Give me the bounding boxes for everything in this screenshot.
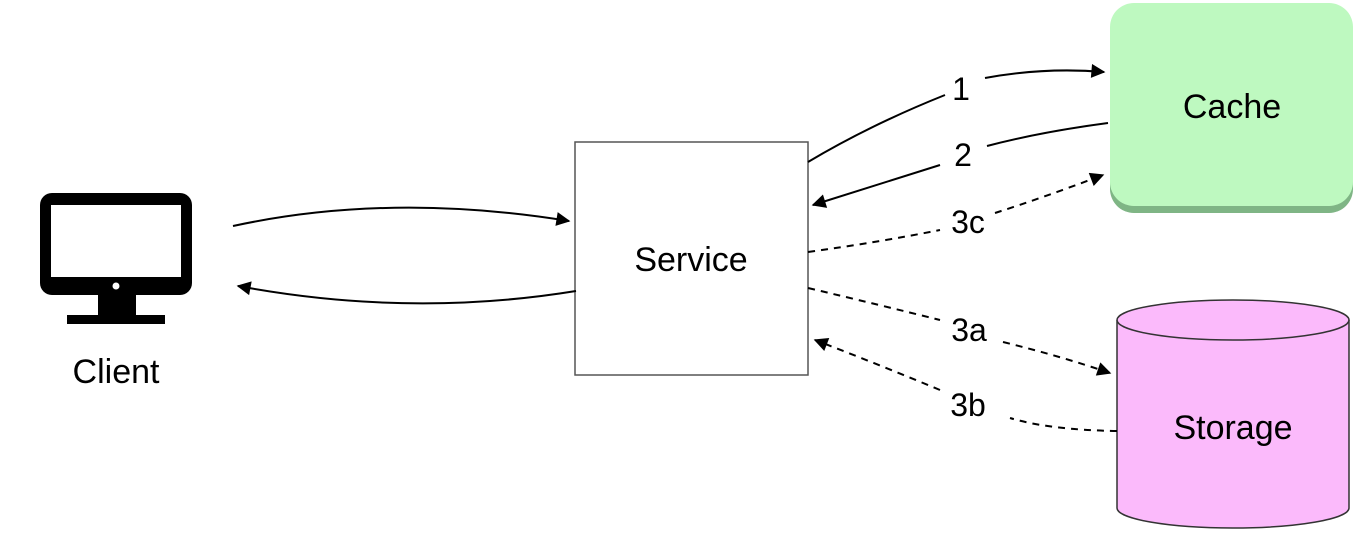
edge-1-segment-b	[984, 63, 1106, 79]
edge-service-to-client	[236, 281, 577, 305]
service-label: Service	[634, 241, 747, 279]
storage-node[interactable]: Storage	[1116, 299, 1350, 529]
edge-2-label: 2	[954, 137, 972, 173]
edge-3b-segment-b	[813, 337, 941, 391]
client-label: Client	[73, 353, 160, 391]
edge-1-segment-a	[807, 94, 946, 163]
edge-3b-label: 3b	[950, 387, 986, 423]
edge-3b-segment-a	[1009, 417, 1118, 432]
edge-3a-segment-a	[807, 287, 941, 321]
desktop-monitor-icon	[40, 193, 192, 324]
edge-3a-segment-b	[1002, 341, 1112, 376]
edge-3c-label: 3c	[951, 204, 985, 240]
cache-node[interactable]: Cache	[1110, 3, 1353, 213]
edge-1-label: 1	[952, 71, 970, 107]
edge-3c-segment-b	[994, 172, 1105, 214]
service-node[interactable]: Service	[574, 141, 809, 376]
edge-3a-label: 3a	[951, 312, 987, 348]
edge-client-to-service	[232, 206, 571, 227]
edge-2-segment-a	[986, 122, 1109, 147]
cache-label: Cache	[1183, 88, 1281, 126]
edge-3c-segment-a	[807, 229, 941, 253]
storage-label: Storage	[1173, 409, 1292, 447]
edge-2-segment-b	[811, 164, 941, 208]
